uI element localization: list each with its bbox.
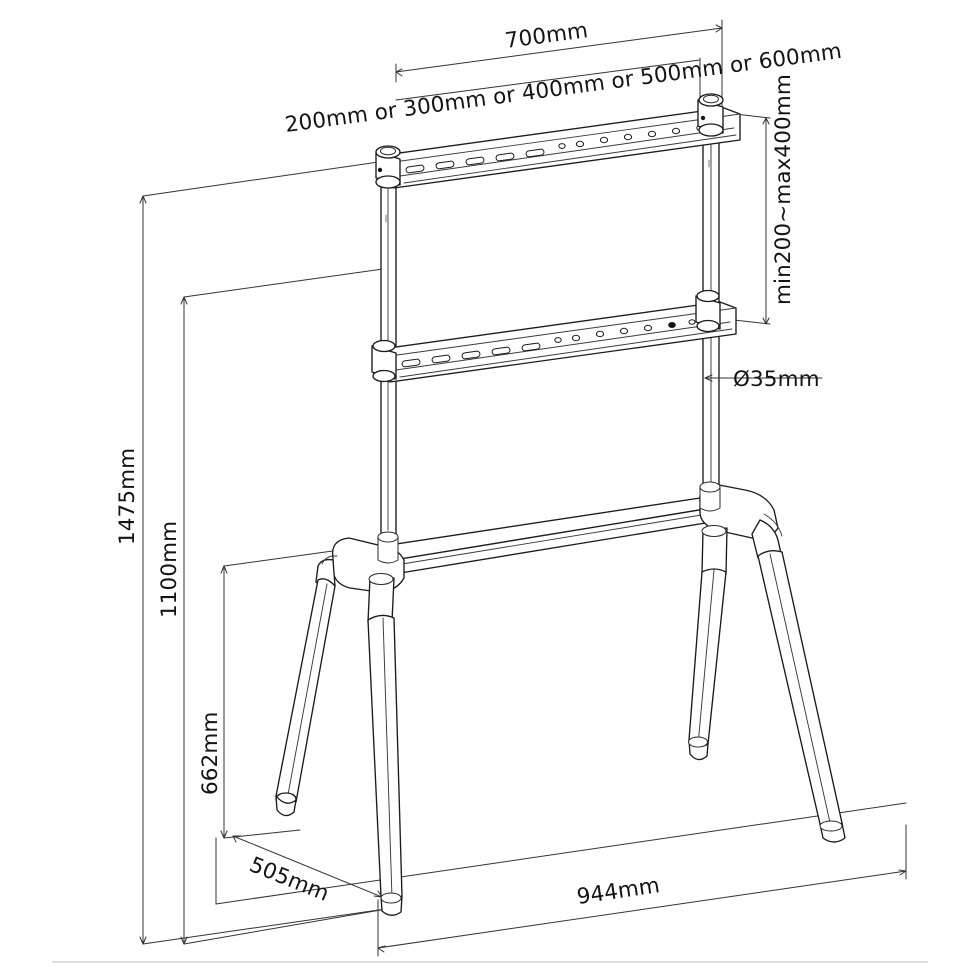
label-tube-diameter: Ø35mm xyxy=(733,367,820,392)
post-clamp-collar-upper-right xyxy=(697,93,724,137)
label-total-height: 1475mm xyxy=(115,448,140,545)
label-base-depth: 662mm xyxy=(198,712,223,795)
leg-front-left xyxy=(367,614,403,916)
ground-reference-line xyxy=(215,802,907,905)
label-vesa-options: 200mm or 300mm or 400mm or 500mm or 600m… xyxy=(283,39,843,138)
label-base-width: 944mm xyxy=(575,873,661,910)
label-top-width: 700mm xyxy=(503,18,589,54)
post-clamp-collar-lower-right xyxy=(695,289,721,333)
upper-vesa-crossbar xyxy=(377,107,741,189)
crossbar-holes-upper xyxy=(558,125,704,149)
dimension-total-height xyxy=(139,159,393,945)
lower-vesa-crossbar xyxy=(373,301,737,383)
post-clamp-collar-upper-left xyxy=(375,145,401,189)
leader-tube-diameter xyxy=(704,374,823,382)
dimension-bracket-spacing xyxy=(715,111,771,325)
base-cross-beam xyxy=(349,494,743,577)
dimension-base-width xyxy=(377,824,907,957)
dimension-base-depth xyxy=(220,549,341,839)
dimension-screen-height xyxy=(180,267,393,945)
label-foot-depth: 505mm xyxy=(246,852,333,906)
leg-rear-left xyxy=(275,578,336,817)
post-clamp-collar-lower-left xyxy=(371,339,397,383)
dimension-top-width xyxy=(395,19,723,119)
label-bracket-spacing: min200~max400mm xyxy=(771,74,796,305)
crossbar-slots-lower xyxy=(401,342,541,368)
crossbar-holes-lower xyxy=(554,319,696,343)
leg-rear-right xyxy=(688,568,727,761)
leg-front-right xyxy=(757,550,846,843)
label-screen-height: 1100mm xyxy=(157,521,182,618)
crossbar-slots-upper xyxy=(405,148,545,174)
